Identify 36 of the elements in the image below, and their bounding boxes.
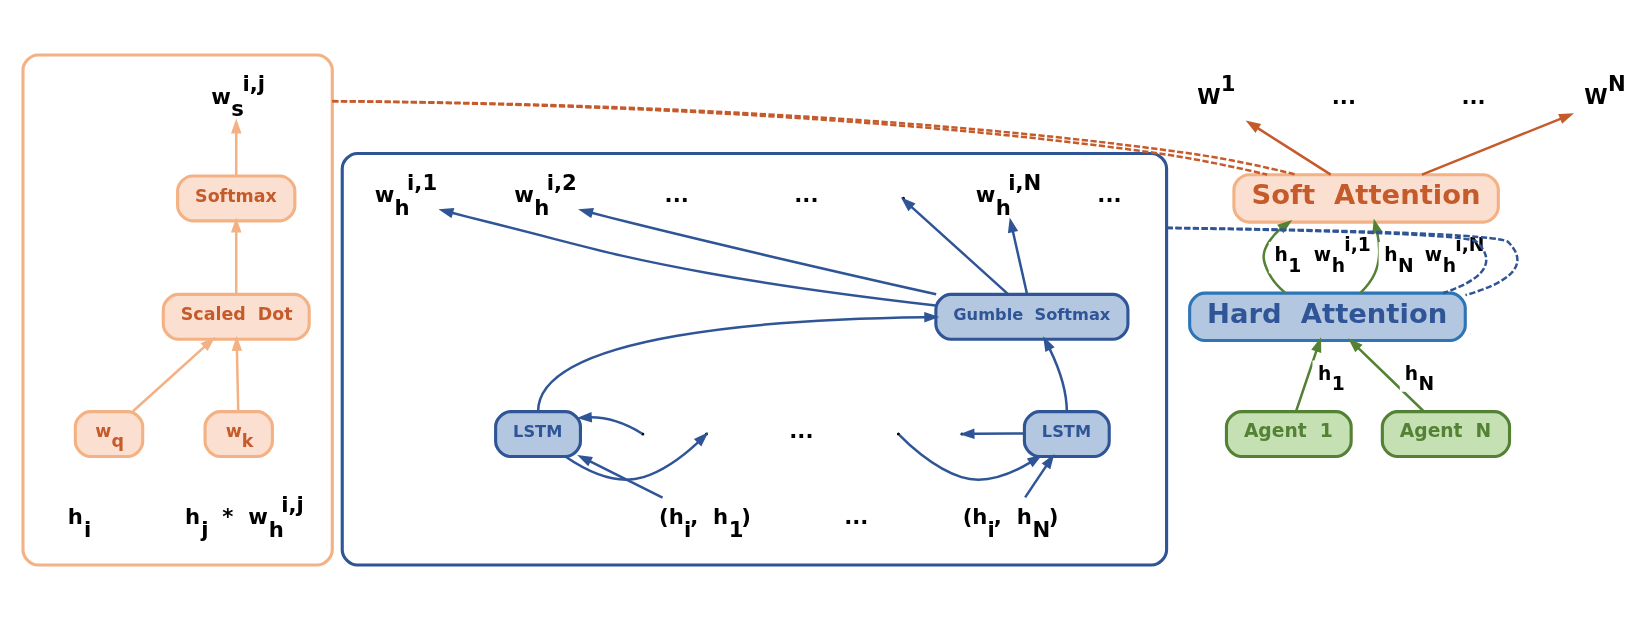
- label: ...: [1097, 181, 1122, 207]
- arrow: [1007, 217, 1029, 295]
- node-box: Gumble Softmax: [934, 292, 1130, 341]
- label: ...: [844, 503, 869, 529]
- node-box: LSTM: [1022, 409, 1111, 458]
- arrow: [132, 336, 216, 412]
- cluster: [21, 52, 334, 567]
- arrow: [231, 216, 242, 294]
- arrow: [1348, 337, 1425, 412]
- arrow: [1359, 217, 1383, 294]
- node-box: Soft Attention: [1232, 172, 1500, 224]
- label: ...: [789, 417, 814, 443]
- arrow: [1262, 219, 1293, 294]
- arrow: [1421, 112, 1575, 176]
- node-box: LSTM: [494, 409, 582, 458]
- label: ...: [1331, 83, 1356, 109]
- node-box: Agent N: [1380, 409, 1512, 458]
- arrow: [438, 207, 936, 307]
- arrow: [578, 207, 937, 296]
- node-box: Scaled Dot: [161, 292, 311, 341]
- arrow: [576, 411, 643, 435]
- node-box: Hard Attention: [1188, 291, 1467, 342]
- node-box: Agent 1: [1224, 409, 1353, 458]
- arrow: [231, 118, 242, 176]
- arrow: [1043, 335, 1069, 412]
- cluster: [340, 151, 1169, 567]
- arrow: [577, 454, 664, 499]
- arrow: [1294, 336, 1322, 412]
- node-box: Softmax: [176, 173, 297, 222]
- label: ...: [1461, 83, 1486, 109]
- arrow: [1245, 120, 1332, 176]
- arrow: [1024, 453, 1055, 498]
- arrow: [231, 335, 243, 411]
- label: ...: [664, 181, 689, 207]
- label: ...: [794, 181, 819, 207]
- arrow: [536, 311, 940, 412]
